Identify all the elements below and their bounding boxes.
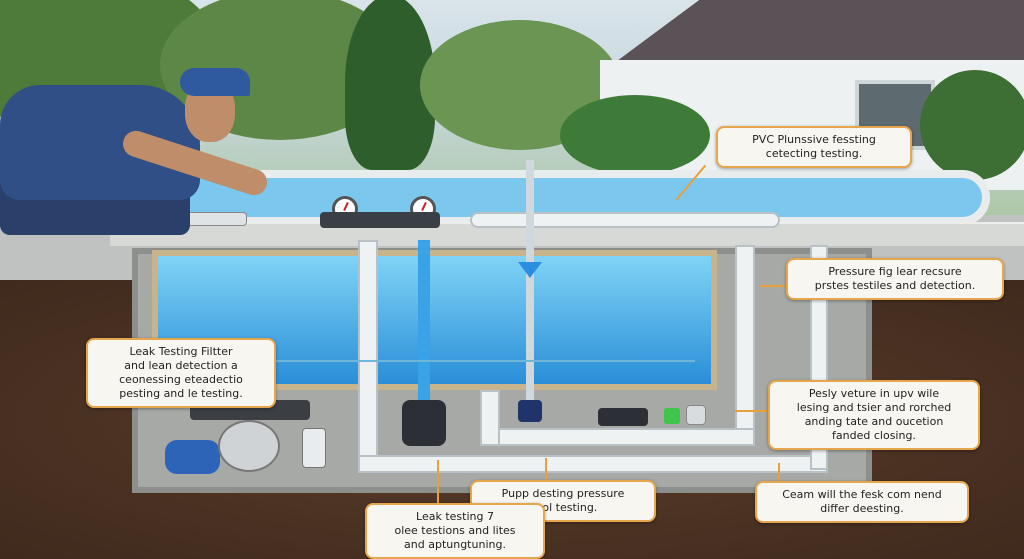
pvc-pipe-top-return <box>470 212 780 228</box>
callout-differ-testing: Ceam will the fesk com nend differ deest… <box>755 481 969 523</box>
leak-detector-probe <box>518 400 542 422</box>
technician-cap <box>180 68 250 96</box>
callout-line: and lean detection a <box>124 359 238 372</box>
leader-line <box>735 410 769 412</box>
callout-leak-filter: Leak Testing Filtter and lean detection … <box>86 338 276 408</box>
callout-valve-closing: Pesly veture in upv wile lesing and tsie… <box>768 380 980 450</box>
callout-line: Ceam will the fesk com nend <box>782 488 942 501</box>
pvc-pipe-elbow <box>480 390 500 446</box>
leader-line <box>778 463 780 483</box>
callout-pvc-testing: PVC Plunssive fessting cetecting testing… <box>716 126 912 168</box>
callout-line: pool testing. <box>528 501 598 514</box>
garden-shrub <box>560 95 710 175</box>
pvc-pipe-vertical-mid-right <box>735 245 755 445</box>
callout-line: Leak Testing Filtter <box>129 345 233 358</box>
leader-line <box>437 460 439 505</box>
pool-pump <box>165 440 220 474</box>
garden-shrub <box>920 70 1024 180</box>
callout-pressure-detection: Pressure fig lear recsure prstes testile… <box>786 258 1004 300</box>
callout-line: differ deesting. <box>820 502 904 515</box>
control-box <box>598 408 648 426</box>
filter-canister <box>302 428 326 468</box>
callout-line: Pupp desting pressure <box>501 487 625 500</box>
pvc-pipe-lower-loop <box>480 428 755 446</box>
pvc-pipe-vertical-left <box>358 240 378 465</box>
callout-line: Leak testing 7 <box>416 510 494 523</box>
callout-line: Pesly veture in upv wile <box>808 387 940 400</box>
callout-line: and aptungtuning. <box>404 538 506 551</box>
callout-line: ceonessing eteadectio <box>119 373 243 386</box>
callout-line: lesing and tsier and rorched <box>796 401 952 414</box>
pressure-test-manifold <box>320 212 440 228</box>
pool-water-cross-section <box>152 250 717 390</box>
leader-line <box>545 458 547 482</box>
callout-line: olee testions and lites <box>394 524 516 537</box>
callout-line: anding tate and oucetion <box>804 415 944 428</box>
callout-line: Pressure fig lear recsure <box>828 265 962 278</box>
blue-test-tube-center <box>526 160 534 410</box>
callout-line: cetecting testing. <box>765 147 863 160</box>
callout-leak-testing-tuning: Leak testing 7 olee testions and lites a… <box>365 503 545 559</box>
sensor-module <box>686 405 706 425</box>
pressure-regulator-valve <box>402 400 446 446</box>
leader-line <box>760 285 788 287</box>
status-indicator-green <box>664 408 680 424</box>
pvc-pipe-bottom-main <box>358 455 828 473</box>
callout-line: pesting and le testing. <box>119 387 243 400</box>
callout-line: PVC Plunssive fessting <box>752 133 876 146</box>
leader-line <box>275 360 695 362</box>
callout-line: prstes testiles and detection. <box>814 279 976 292</box>
pump-fan-housing <box>218 420 280 472</box>
callout-line: fanded closing. <box>832 429 916 442</box>
blue-test-tube-left <box>418 240 430 405</box>
arrow-down-icon <box>518 262 542 278</box>
